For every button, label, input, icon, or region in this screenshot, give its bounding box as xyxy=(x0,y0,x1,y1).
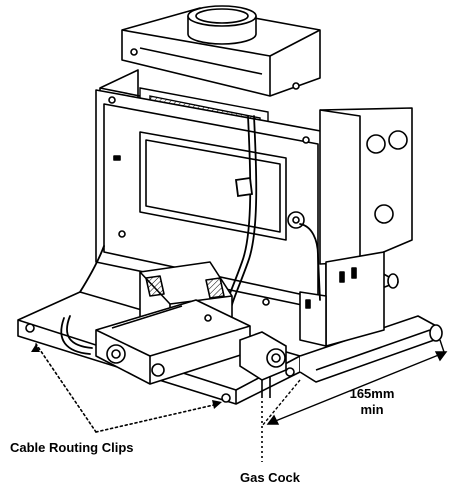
flue-outlet xyxy=(187,5,257,45)
gas-valve-assembly xyxy=(95,261,251,385)
dimension-165mm xyxy=(261,339,448,427)
clip-leader-arrow-left xyxy=(31,344,40,352)
gas-cock-label: Gas Cock xyxy=(240,470,301,485)
clip-leader-arrow-right xyxy=(212,400,222,409)
pipework xyxy=(60,115,321,355)
dimension-value-label: 165mm xyxy=(350,386,395,401)
cable-routing-clips-label: Cable Routing Clips xyxy=(10,440,134,455)
cable-routing-clips-leaders xyxy=(35,343,219,433)
gas-cock-fitting xyxy=(239,331,287,398)
dimension-qualifier-label: min xyxy=(360,402,383,417)
control-box xyxy=(287,107,413,265)
flue-hood xyxy=(121,7,321,97)
lower-cabinet xyxy=(299,251,385,347)
